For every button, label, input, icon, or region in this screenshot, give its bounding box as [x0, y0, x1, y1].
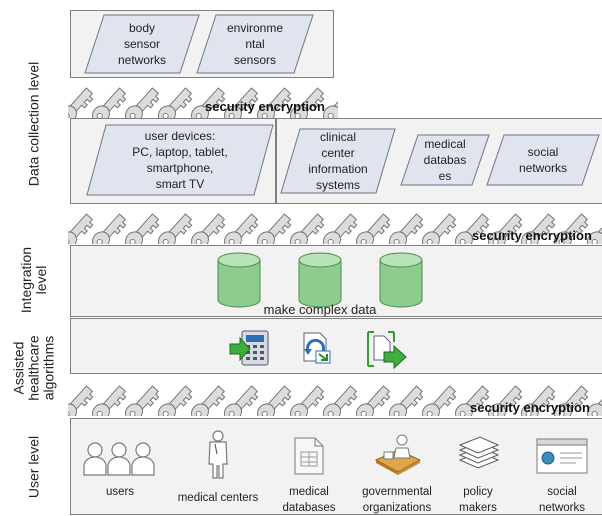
key-icon [224, 87, 259, 118]
key-icon [587, 213, 602, 244]
user-item-medical-databases: medical databases [282, 486, 336, 514]
key-icon [257, 213, 292, 244]
level-label-data-collection: Data collection level [25, 61, 42, 187]
source-environmental-sensors: environme ntal sensors [196, 14, 314, 74]
security-keys-row-1 [68, 80, 338, 118]
users-icon [83, 442, 155, 476]
key-icon [389, 213, 424, 244]
key-icon [158, 385, 193, 416]
key-icon [389, 385, 424, 416]
user-item-social-networks: social networks [538, 486, 586, 514]
source-social-networks: social networks [486, 134, 600, 186]
key-icon [290, 385, 325, 416]
user-item-governmental-organizations: governmental organizations [362, 486, 432, 514]
key-icon [323, 385, 358, 416]
key-icon [92, 385, 127, 416]
source-body-sensor-networks: body sensor networks [84, 14, 200, 74]
document-refresh-icon [303, 332, 331, 364]
key-icon [125, 213, 160, 244]
key-icon [92, 213, 127, 244]
key-icon [455, 213, 490, 244]
source-medical-databases: medical databas es [400, 134, 490, 186]
key-icon [224, 385, 259, 416]
key-icon [455, 385, 490, 416]
document-export-icon [367, 331, 407, 370]
security-encryption-label-3: security encryption [470, 400, 590, 415]
calculator-import-icon [229, 330, 269, 366]
key-icon [488, 213, 523, 244]
stacked-papers-icon [458, 436, 500, 469]
level-label-integration: Integration level [18, 246, 49, 314]
key-icon [521, 213, 556, 244]
level-label-assisted: Assisted healthcare algorithms [10, 335, 57, 401]
security-encryption-label-1: security encryption [205, 99, 325, 114]
key-icon [422, 385, 457, 416]
key-icon [125, 87, 160, 118]
security-encryption-label-2: security encryption [472, 228, 592, 243]
integration-caption: make complex data [263, 302, 377, 317]
source-user-devices: user devices: PC, laptop, tablet, smartp… [86, 124, 274, 196]
table-document-icon [294, 437, 324, 475]
key-icon [191, 87, 226, 118]
level-label-user: User level [25, 435, 42, 498]
key-icon [422, 213, 457, 244]
key-icon [554, 213, 589, 244]
key-icon [125, 385, 160, 416]
key-icon [257, 385, 292, 416]
database-icon [379, 252, 423, 308]
key-icon [191, 385, 226, 416]
key-icon [356, 213, 391, 244]
key-icon [68, 385, 94, 416]
key-icon [68, 213, 94, 244]
key-icon [521, 385, 556, 416]
key-icon [290, 213, 325, 244]
key-icon [554, 385, 589, 416]
panel-algorithms [70, 318, 602, 374]
user-item-medical-centers: medical centers [177, 492, 259, 504]
source-clinical-center-systems: clinical center information systems [280, 128, 396, 194]
government-desk-icon [374, 434, 422, 475]
key-icon [488, 385, 523, 416]
key-icon [356, 385, 391, 416]
key-icon [158, 213, 193, 244]
key-icon [290, 87, 325, 118]
key-icon [323, 213, 358, 244]
key-icon [587, 385, 602, 416]
browser-window-icon [536, 438, 588, 474]
key-icon [92, 87, 127, 118]
key-icon [257, 87, 292, 118]
security-keys-row-2 [68, 206, 602, 244]
database-icon [298, 252, 342, 308]
key-icon [323, 87, 338, 118]
doctor-icon [208, 430, 228, 479]
key-icon [68, 87, 94, 118]
database-icon [217, 252, 261, 308]
key-icon [224, 213, 259, 244]
key-icon [158, 87, 193, 118]
user-item-policy-makers: policy makers [459, 486, 497, 514]
user-item-users: users [105, 486, 135, 498]
security-keys-row-3 [68, 376, 602, 416]
key-icon [191, 213, 226, 244]
